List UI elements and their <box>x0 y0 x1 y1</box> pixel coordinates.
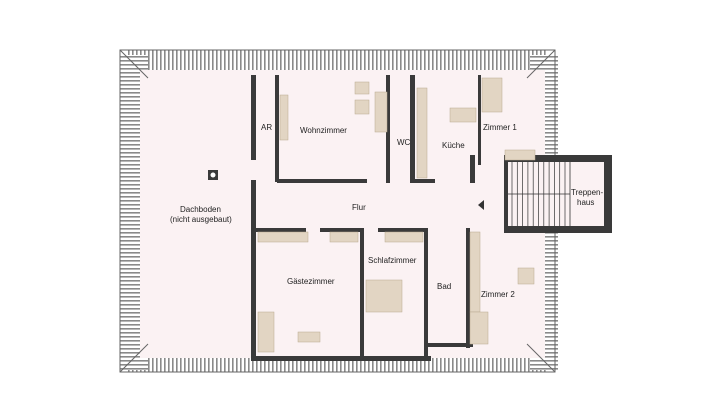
room-label-kueche: Küche <box>442 141 465 150</box>
room-label-zimmer-2: Zimmer 2 <box>481 290 515 299</box>
walls <box>251 75 481 361</box>
entrance-arrow-icon <box>478 200 484 210</box>
room-label-zimmer-1: Zimmer 1 <box>483 123 517 132</box>
room-label-schlafzimmer: Schlafzimmer <box>368 256 417 265</box>
stairwell <box>504 155 612 233</box>
room-label-wohnzimmer: Wohnzimmer <box>300 126 347 135</box>
room-label-wc: WC <box>397 138 411 147</box>
room-label-treppenhaus-2: haus <box>577 198 594 207</box>
room-label-ar: AR <box>261 123 272 132</box>
stair-steps <box>511 162 566 226</box>
room-label-dachboden: Dachboden <box>180 205 221 214</box>
room-label-flur: Flur <box>352 203 366 212</box>
roof-outline <box>119 49 558 373</box>
furniture <box>257 77 536 353</box>
room-label-bad: Bad <box>437 282 451 291</box>
room-label-gaestezimmer: Gästezimmer <box>287 277 335 286</box>
room-label-treppenhaus: Treppen- <box>571 188 604 197</box>
room-label-dachboden-note: (nicht ausgebaut) <box>170 215 232 224</box>
